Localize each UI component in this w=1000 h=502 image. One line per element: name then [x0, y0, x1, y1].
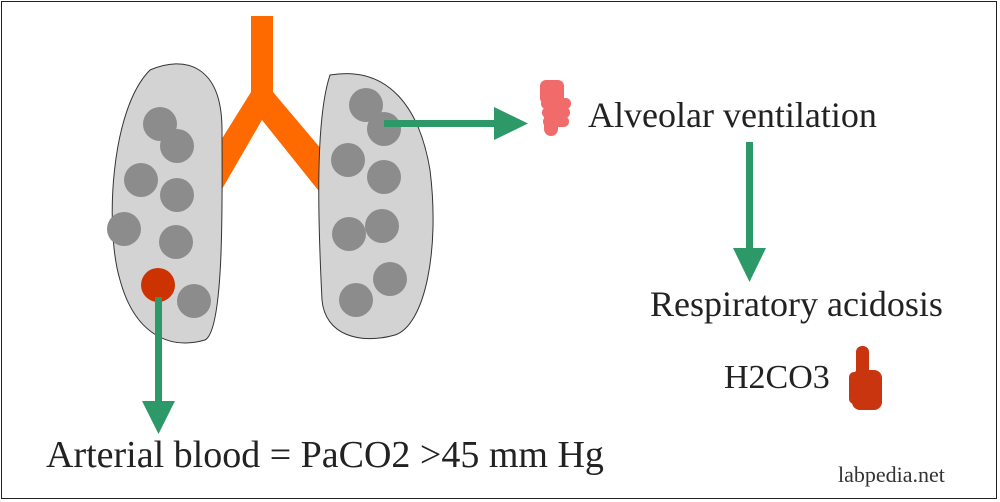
pointing-up-hand-icon — [849, 346, 882, 410]
arterial-blood-label: Arterial blood = PaCO2 >45 mm Hg — [46, 434, 604, 476]
alveolus — [331, 143, 365, 177]
arrow-to-acidosis — [733, 142, 766, 282]
h2co3-label: H2CO3 — [724, 359, 830, 396]
arrow-to-arterial-blood — [142, 297, 175, 434]
arrow-to-ventilation — [384, 107, 528, 140]
right-alveoli — [331, 88, 407, 317]
alveolus — [107, 212, 141, 246]
alveolus — [365, 209, 399, 243]
respiratory-acidosis-label: Respiratory acidosis — [650, 284, 943, 324]
alveolus — [160, 129, 194, 163]
trachea — [218, 16, 322, 196]
alveolus — [367, 160, 401, 194]
alveolus — [349, 88, 383, 122]
left-alveoli — [107, 107, 211, 318]
alveolus — [332, 217, 366, 251]
alveolus — [367, 112, 401, 146]
alveolar-ventilation-label: Alveolar ventilation — [588, 95, 877, 135]
alveolus — [373, 262, 407, 296]
alveolus — [159, 225, 193, 259]
alveolus — [177, 284, 211, 318]
watermark-text: labpedia.net — [838, 462, 945, 487]
pointing-down-hand-icon — [540, 80, 571, 136]
alveolus — [124, 163, 158, 197]
alveolus — [160, 178, 194, 212]
arterial-blood-dot — [141, 268, 175, 302]
alveolus — [339, 283, 373, 317]
